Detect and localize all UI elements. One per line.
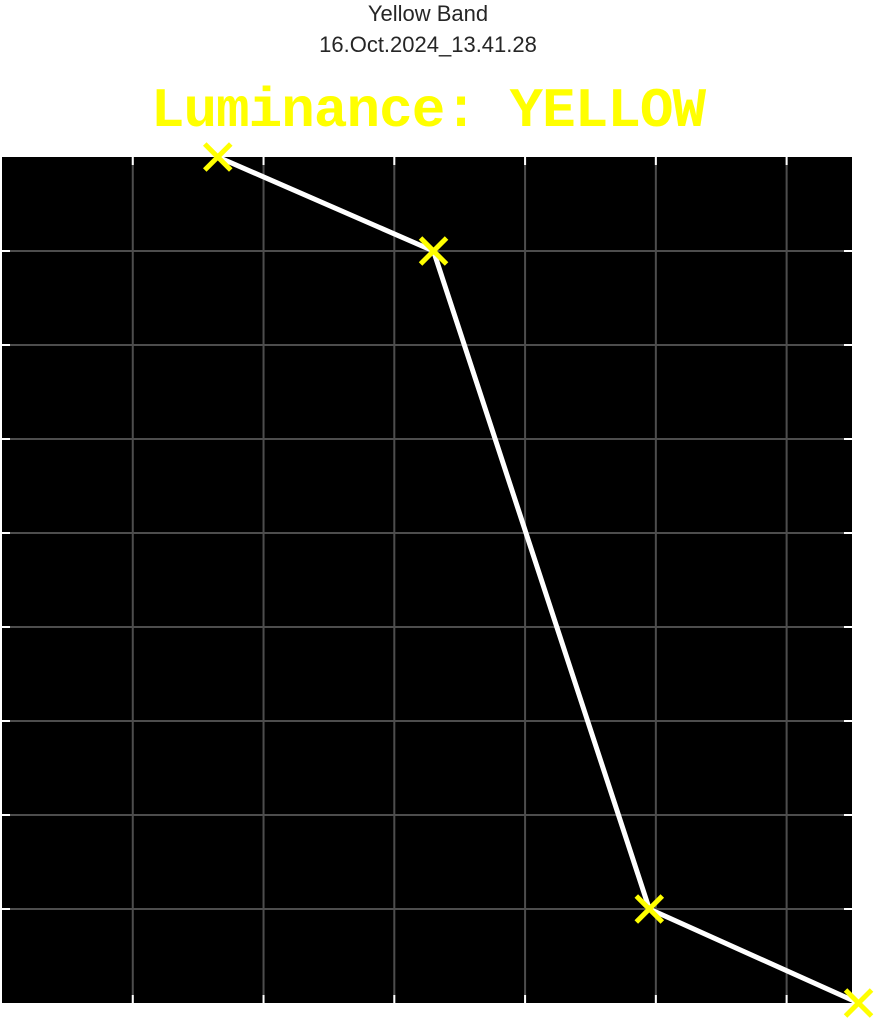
luminance-annotation: Luminance: YELLOW [150, 79, 706, 143]
tick-marks [2, 157, 852, 1003]
grid-lines [2, 157, 852, 1003]
marker-layer [203, 142, 874, 1018]
chart-subtitle: 16.Oct.2024_13.41.28 [319, 32, 537, 57]
marker-stroke [418, 236, 449, 266]
data-point-marker [418, 236, 449, 266]
chart-title: Yellow Band [367, 1, 489, 26]
series-layer [215, 154, 861, 1006]
marker-stroke [203, 142, 233, 172]
series-line [215, 154, 861, 1006]
marker-stroke [634, 894, 665, 924]
data-point-marker [634, 894, 665, 924]
axes-background [2, 157, 852, 1003]
data-point-marker [203, 142, 233, 172]
marker-stroke [843, 988, 874, 1018]
data-point-marker [843, 988, 874, 1018]
